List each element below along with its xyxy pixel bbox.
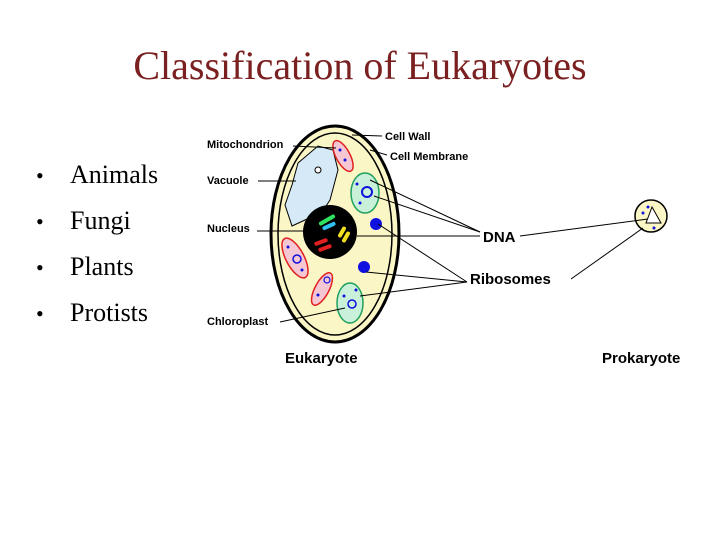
ribosome-dot [343, 158, 347, 162]
prokaryote-dna-shape [645, 205, 662, 224]
cell-membrane-shape [277, 132, 393, 336]
mitochondrion-shape [310, 272, 334, 306]
ribosome-dot [354, 288, 358, 292]
dna-strand [318, 244, 332, 252]
ribosome-dot [641, 211, 645, 215]
dna-strand [338, 226, 346, 238]
label-prokaryote: Prokaryote [602, 350, 680, 367]
ribosome-dot [300, 268, 304, 272]
label-nucleus: Nucleus [207, 223, 250, 235]
ribosome-dot [338, 148, 342, 152]
ribosome-shape [370, 218, 382, 230]
label-dna: DNA [483, 229, 516, 246]
bullet-fungi: Fungi [30, 198, 158, 244]
label-ribosomes: Ribosomes [470, 271, 551, 288]
dna-strand [342, 231, 350, 243]
label-vacuole: Vacuole [207, 175, 249, 187]
label-cell-wall: Cell Wall [385, 131, 430, 143]
ribosome-dot [358, 201, 362, 205]
ribosome-dot [652, 226, 656, 230]
dna-strand [318, 214, 336, 226]
dna-strand [322, 221, 336, 231]
chloroplast-shape [336, 282, 364, 324]
bullet-protists: Protists [30, 290, 158, 336]
ribosome-dot [316, 293, 320, 297]
chloroplast-shape [350, 172, 380, 214]
dna-strand [314, 238, 328, 246]
ribosome-dot [646, 205, 650, 209]
slide-title: Classification of Eukaryotes [133, 43, 587, 88]
ribosome-shape [358, 261, 370, 273]
bullet-animals: Animals [30, 152, 158, 198]
label-mitochondrion: Mitochondrion [207, 139, 284, 151]
mitochondrion-shape [332, 139, 354, 173]
ribosome-dot [355, 182, 359, 186]
ribosome-dot [286, 245, 290, 249]
leader-lines [257, 134, 649, 323]
mito-ring [323, 276, 331, 284]
chloroplast-ring [361, 186, 373, 198]
bullet-list: Animals Fungi Plants Protists [30, 152, 158, 336]
bullet-plants: Plants [30, 244, 158, 290]
mito-ring [292, 254, 302, 264]
label-chloroplast: Chloroplast [207, 316, 268, 328]
vacuole-dot [314, 166, 322, 174]
ribosome-dot [342, 294, 346, 298]
label-cell-membrane: Cell Membrane [390, 151, 468, 163]
chloroplast-ring [347, 299, 357, 309]
label-eukaryote: Eukaryote [285, 350, 358, 367]
